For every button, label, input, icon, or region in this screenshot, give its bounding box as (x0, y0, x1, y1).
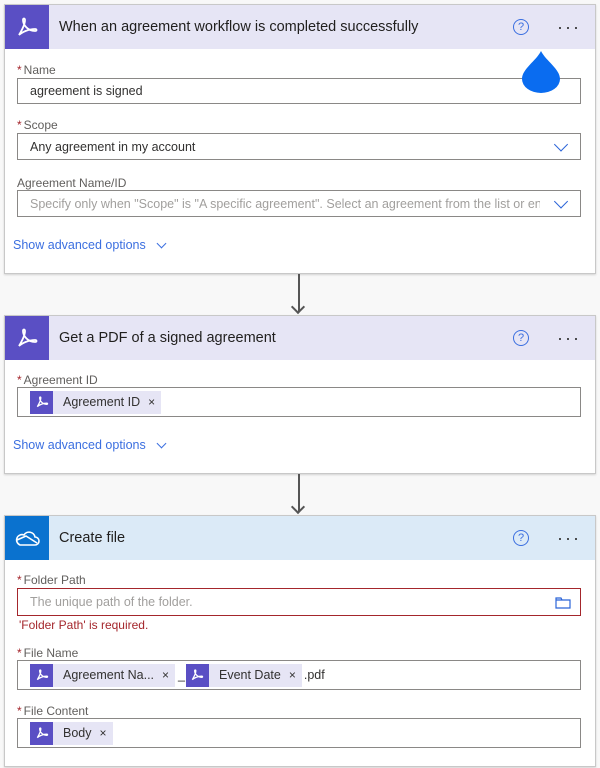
get-pdf-card: Get a PDF of a signed agreement ? ··· *A… (4, 315, 596, 474)
show-advanced-options[interactable]: Show advanced options (13, 438, 167, 452)
file-content-input[interactable]: Body× (17, 718, 581, 748)
adobe-sign-icon (30, 721, 53, 745)
chevron-down-icon (553, 193, 569, 209)
token-body[interactable]: Body× (30, 721, 113, 745)
show-advanced-options[interactable]: Show advanced options (13, 238, 167, 252)
more-options-icon[interactable]: ··· (557, 328, 581, 348)
help-icon[interactable]: ? (513, 530, 530, 546)
card-title: When an agreement workflow is completed … (59, 19, 419, 35)
folder-path-error: 'Folder Path' is required. (19, 618, 149, 632)
scope-dropdown[interactable]: Any agreement in my account (17, 133, 581, 160)
remove-token-icon[interactable]: × (162, 668, 170, 682)
trigger-card: When an agreement workflow is completed … (4, 4, 596, 274)
remove-token-icon[interactable]: × (99, 726, 107, 740)
agreement-id-label: *Agreement ID (17, 373, 98, 387)
create-file-card: Create file ? ··· *Folder Path The uniqu… (4, 515, 596, 767)
flow-arrow (298, 474, 300, 512)
file-content-label: *File Content (17, 704, 89, 718)
adobe-sign-icon (5, 5, 49, 49)
remove-token-icon[interactable]: × (288, 668, 296, 682)
scope-label: *Scope (17, 118, 58, 132)
more-options-icon[interactable]: ··· (557, 528, 581, 548)
card-header[interactable]: Get a PDF of a signed agreement ? ··· (5, 316, 595, 360)
separator-text: _ (178, 668, 185, 682)
agreement-label: Agreement Name/ID (17, 176, 127, 190)
adobe-sign-icon (30, 390, 53, 414)
chevron-down-icon (553, 136, 569, 152)
adobe-sign-icon (185, 663, 209, 687)
adobe-sign-icon (5, 316, 49, 360)
agreement-id-input[interactable]: Agreement ID× (17, 387, 581, 417)
card-title: Create file (59, 530, 126, 546)
card-header[interactable]: Create file ? ··· (5, 516, 595, 560)
help-icon[interactable]: ? (513, 330, 530, 346)
folder-path-input[interactable]: The unique path of the folder. (17, 588, 581, 616)
name-input[interactable]: agreement is signed (17, 78, 581, 104)
chevron-down-icon (156, 438, 167, 448)
card-title: Get a PDF of a signed agreement (59, 330, 276, 346)
adobe-sign-icon (30, 663, 53, 687)
more-options-icon[interactable]: ··· (557, 17, 581, 37)
help-icon[interactable]: ? (513, 19, 530, 35)
suffix-text: .pdf (303, 668, 325, 682)
agreement-dropdown[interactable]: Specify only when "Scope" is "A specific… (17, 190, 581, 217)
file-name-label: *File Name (17, 646, 79, 660)
remove-token-icon[interactable]: × (148, 395, 156, 409)
onedrive-icon (5, 516, 49, 560)
token-agreement-id[interactable]: Agreement ID× (30, 390, 162, 414)
token-event-date[interactable]: Event Date× (185, 663, 302, 687)
cursor-drop-icon (522, 51, 560, 93)
flow-arrow (298, 274, 300, 312)
folder-icon[interactable] (555, 596, 571, 609)
file-name-input[interactable]: Agreement Na...× _ Event Date× .pdf (17, 660, 581, 690)
card-header[interactable]: When an agreement workflow is completed … (5, 5, 595, 49)
name-label: *Name (17, 63, 56, 77)
chevron-down-icon (156, 238, 167, 248)
folder-path-label: *Folder Path (17, 573, 86, 587)
token-agreement-name[interactable]: Agreement Na...× (30, 663, 176, 687)
